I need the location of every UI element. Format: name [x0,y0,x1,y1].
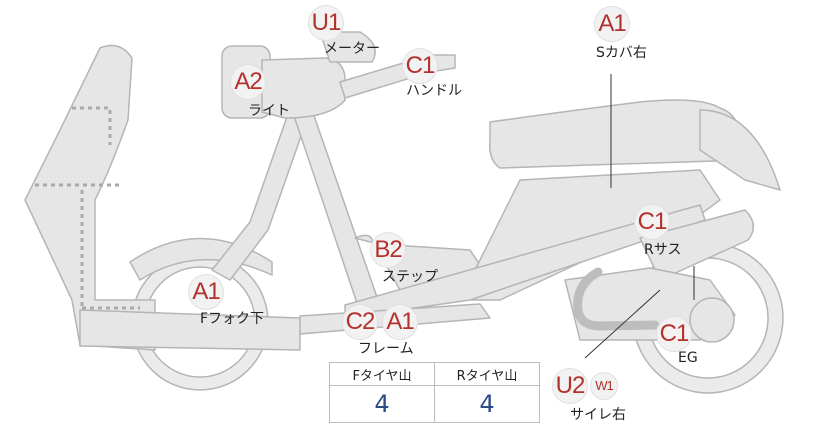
grade-badge-f-fork: A1 [188,274,224,310]
grade-badge-eg: C1 [656,316,692,352]
label-light: ライト [248,103,290,119]
grade-badge-meter: U1 [308,5,344,41]
muffler [573,267,660,331]
tire-tread-table: Fタイヤ山 Rタイヤ山 4 4 [329,362,540,423]
down-tube [291,109,379,307]
label-meter: メーター [324,41,380,57]
grade-badge-s-cover-right: A1 [594,6,630,42]
grade-badge-muffler: U2 [552,368,588,404]
label-muffler: サイレ右 [570,407,626,423]
tire-header-front: Fタイヤ山 [329,362,435,386]
floor-front [79,309,301,351]
label-eg: EG [678,350,698,366]
label-handle: ハンドル [406,83,462,99]
seat [488,99,746,169]
tire-header-rear: Rタイヤ山 [434,362,540,386]
rear-suspension [639,209,754,281]
meter-panel [319,31,376,63]
tire-value-rear: 4 [434,385,540,423]
label-frame: フレーム [358,341,414,357]
label-f-fork: Fフォク下 [200,311,265,327]
leg-shield [24,44,156,351]
tail [699,109,781,191]
label-s-cover-right: Sカバ右 [596,45,647,61]
grade-badge-frame-2: A1 [382,304,418,340]
grade-badge-r-sus: C1 [634,204,670,240]
grade-badge-step: B2 [370,232,406,268]
grade-badge-frame: C2 [342,304,378,340]
label-r-sus: Rサス [644,242,682,258]
tire-value-front: 4 [329,385,435,423]
grade-badge-muffler-2: W1 [590,372,618,400]
grade-badge-handle: C1 [402,48,438,84]
label-step: ステップ [382,269,438,285]
grade-badge-light: A2 [230,64,266,100]
